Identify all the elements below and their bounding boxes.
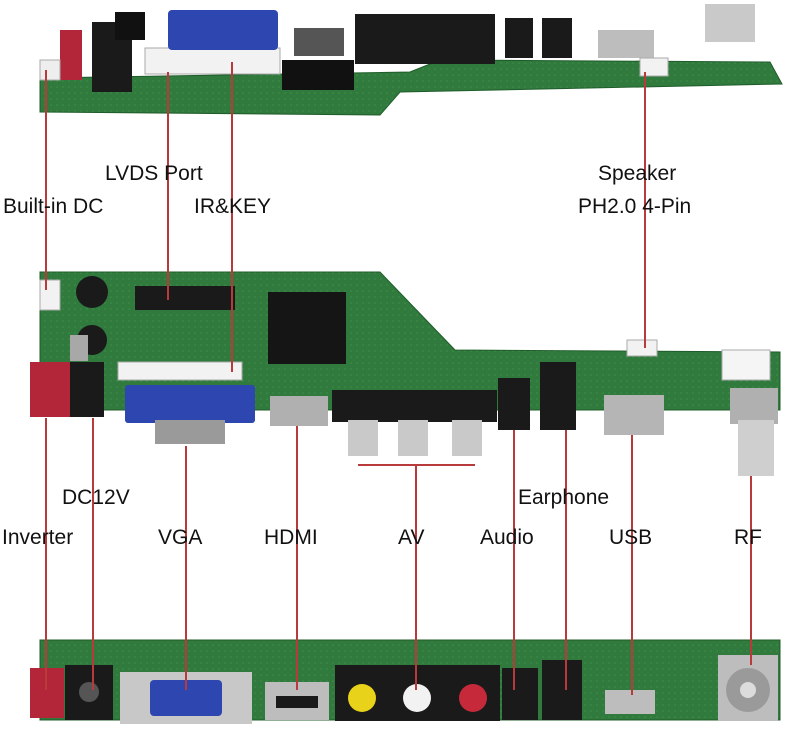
label-speaker-pin: PH2.0 4-Pin xyxy=(578,195,692,218)
mid-av-block xyxy=(332,390,497,422)
label-av: AV xyxy=(398,526,425,549)
mid-av-jack-2 xyxy=(398,420,428,456)
mid-rf-barrel xyxy=(738,420,774,476)
label-dc12v: DC12V xyxy=(62,486,130,509)
mid-av-jack-1 xyxy=(348,420,378,456)
mid-inductor xyxy=(70,335,88,361)
mid-vga-body xyxy=(155,420,225,444)
top-lvds-header xyxy=(144,47,281,75)
top-earphone-jack xyxy=(542,18,572,58)
top-vga-port xyxy=(168,10,278,50)
top-usb-port xyxy=(598,30,654,58)
label-lvds-port: LVDS Port xyxy=(105,162,203,185)
mid-builtin-dc-connector xyxy=(39,279,61,311)
label-usb: USB xyxy=(609,526,653,549)
label-audio: Audio xyxy=(480,526,534,549)
top-hdmi-port xyxy=(294,28,344,56)
mid-rf-base xyxy=(730,388,778,424)
bot-av-red xyxy=(459,684,487,712)
mid-main-chip xyxy=(268,292,346,364)
top-inverter-connector xyxy=(60,30,82,80)
top-main-chip xyxy=(282,60,354,90)
label-earphone: Earphone xyxy=(518,486,610,509)
label-vga: VGA xyxy=(158,526,203,549)
mid-hdmi-port xyxy=(270,396,328,426)
mid-sticker xyxy=(721,349,771,381)
bottom-board xyxy=(30,639,781,724)
label-inverter: Inverter xyxy=(2,526,74,549)
bot-rf-core xyxy=(740,682,756,698)
mid-lvds-header xyxy=(135,286,235,310)
label-speaker: Speaker xyxy=(598,162,677,185)
top-builtin-dc-connector xyxy=(39,59,61,81)
top-speaker-connector xyxy=(639,57,669,77)
label-rf: RF xyxy=(734,526,762,549)
mid-audio-jack xyxy=(498,378,530,430)
bot-hdmi-port xyxy=(276,696,318,708)
bot-usb-port xyxy=(605,690,655,714)
mid-vga-port xyxy=(125,385,255,423)
mid-speaker-connector xyxy=(626,339,658,357)
mid-usb-port xyxy=(604,395,664,435)
mid-irkey-connector xyxy=(117,361,243,381)
bot-av-yellow xyxy=(348,684,376,712)
label-ir-key: IR&KEY xyxy=(194,195,272,218)
leader-lines xyxy=(45,62,752,695)
mid-capacitor-1 xyxy=(76,276,108,308)
mid-av-jack-3 xyxy=(452,420,482,456)
label-hdmi: HDMI xyxy=(264,526,318,549)
mid-inverter-connector xyxy=(30,362,70,417)
middle-board xyxy=(30,271,781,476)
top-rf-connector xyxy=(705,4,755,42)
bot-vga-port xyxy=(150,680,222,716)
bot-dc12v-hole xyxy=(79,682,99,702)
top-audio-jack xyxy=(505,18,533,58)
top-av-block xyxy=(355,14,495,64)
bot-audio-jack xyxy=(502,668,538,720)
mid-earphone-jack xyxy=(540,362,576,430)
top-board xyxy=(39,4,783,116)
bot-earphone-jack xyxy=(542,660,582,720)
label-built-in-dc: Built-in DC xyxy=(3,195,104,218)
mid-dc12v-jack xyxy=(70,362,104,417)
bot-av-white xyxy=(403,684,431,712)
top-inductor xyxy=(115,12,145,40)
